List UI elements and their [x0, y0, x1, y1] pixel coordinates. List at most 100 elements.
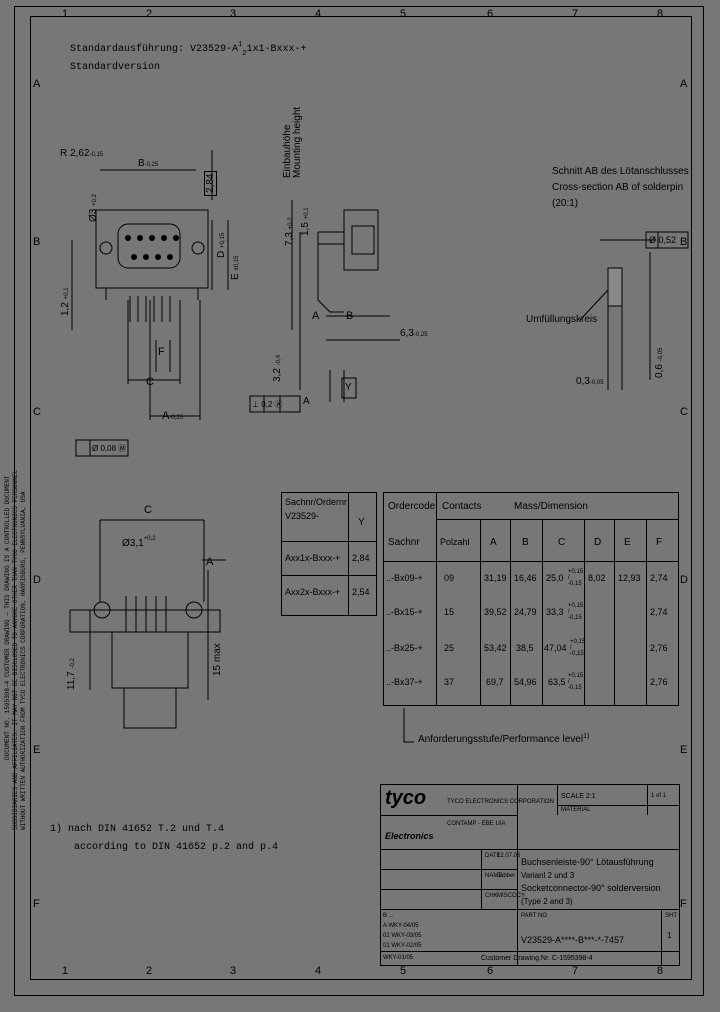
- dim-117-tol: -0,2: [70, 658, 76, 669]
- mounting-hole-right: [191, 241, 205, 255]
- order-row-2-f: 2,74: [650, 607, 668, 617]
- tolerance-3: Ø 0,52: [649, 235, 677, 245]
- header-line1: Standardausführung: V23529-A: [70, 44, 239, 55]
- col-2-bottom: 2: [146, 965, 153, 977]
- order-row-3-c: 47,04: [544, 643, 567, 653]
- order-table-polzahl: Polzahl: [440, 537, 470, 547]
- section-scale: (20:1): [552, 198, 579, 209]
- order-row-1-code: ..-Bx09-+: [386, 573, 423, 583]
- order-row-2-pol: 15: [444, 607, 455, 617]
- dim-06-tol: -0,05: [658, 347, 664, 362]
- dim-117: 11,7 -0,2: [66, 658, 77, 690]
- order-table: Ordercode Contacts Mass/Dimension Sachnr…: [383, 492, 679, 706]
- sheet-of: 1 of 1: [651, 793, 667, 799]
- material-label: MATERIAL: [561, 807, 591, 813]
- order-row-1-f: 2,74: [650, 573, 668, 583]
- dept-name: CONTAMP - EBE UIA: [447, 821, 506, 827]
- rev-3-letter: 02: [383, 933, 390, 939]
- dim-c-lower: C: [144, 504, 152, 516]
- sheet-label: SHT: [665, 913, 677, 919]
- dim-d: D +0,15: [216, 233, 227, 258]
- rev-2-ref: WKY-04/05: [388, 923, 419, 929]
- row-e: E: [33, 744, 41, 756]
- datum-a: A: [303, 396, 310, 407]
- order-row-4-c: 63,5: [548, 677, 566, 687]
- scale-number: 2:1: [585, 793, 596, 800]
- umfuellungskreis: Umfüllungskreis: [526, 314, 598, 325]
- footnote-2: according to DIN 41652 p.2 and p.4: [74, 842, 279, 853]
- dim-a-lower: A: [206, 556, 214, 568]
- order-table-col-f: F: [656, 537, 663, 548]
- order-row-4-f: 2,76: [650, 677, 668, 687]
- dim-b-value: B: [138, 158, 145, 169]
- standard-version-en: Standardversion: [70, 62, 161, 73]
- order-table-col-e: E: [624, 537, 631, 548]
- part-no: V23529-A****-B***-*-7457: [521, 935, 625, 945]
- order-row-1-c-tol: +0,15 / -0,15: [568, 569, 584, 587]
- dim-32-tol: -0,4: [276, 354, 282, 366]
- drawing-frame: [14, 6, 704, 996]
- dim-73: 7,3 +0,2: [284, 217, 295, 246]
- order-row-1-d: 8,02: [588, 573, 606, 583]
- rev-4-ref: WKY-02/05: [391, 943, 422, 949]
- y-table-header-2: Y: [358, 517, 365, 528]
- performance-level-note: Anforderungsstufe/Performance level1): [418, 733, 590, 745]
- y-table-row-2-value: 2,54: [352, 587, 370, 597]
- order-table-sachnr: Sachnr: [388, 537, 420, 548]
- col-1: 1: [62, 8, 69, 20]
- row-a-right: A: [680, 78, 688, 90]
- drawing-inner-frame: [30, 16, 692, 980]
- row-d: D: [33, 574, 41, 586]
- chk-value: MISCOCY: [497, 893, 526, 899]
- section-title-de: Schnitt AB des Lötanschlusses: [552, 166, 689, 177]
- dim-d3-tol: +0,2: [92, 194, 98, 206]
- tyco-logo-sub: Electronics: [385, 831, 434, 841]
- order-row-3-code: ..-Bx25-+: [386, 643, 423, 653]
- dim-73-tol: +0,2: [288, 217, 294, 230]
- y-table-row-1-code: Axx1x-Bxxx-+: [285, 553, 341, 563]
- part-no-label: PART NO: [521, 913, 548, 919]
- dim-63: 6,3-0,25: [400, 328, 428, 339]
- dim-e-value: E: [230, 273, 241, 280]
- dim-12-tol: +0,1: [64, 287, 70, 300]
- title-block: tyco Electronics TYCO ELECTRONICS CORPOR…: [380, 784, 680, 966]
- col-7: 7: [572, 8, 579, 20]
- dim-12: 1,2 +0,1: [60, 287, 71, 316]
- performance-level-text: Anforderungsstufe/Performance level: [418, 734, 584, 745]
- order-row-4-code: ..-Bx37-+: [386, 677, 423, 687]
- dim-a-tol: -0,25: [169, 415, 184, 421]
- order-row-4-a: 69,7: [486, 677, 504, 687]
- header-sub: 2: [242, 50, 247, 58]
- col-7-bottom: 7: [572, 965, 579, 977]
- row-a: A: [33, 78, 41, 90]
- dim-06: 0,6 -0,05: [654, 348, 665, 378]
- front-view-shell: [117, 223, 181, 269]
- order-row-1-e: 12,93: [618, 573, 641, 583]
- rev-footer: WKY-01/05: [383, 955, 414, 961]
- order-table-col-d: D: [594, 537, 602, 548]
- rev-1-ref: ...: [388, 913, 394, 919]
- order-row-1-b: 16,46: [514, 573, 537, 583]
- col-4: 4: [315, 8, 322, 20]
- order-table-dimension: Mass/Dimension: [514, 501, 588, 512]
- dim-d3: Ø3 +0,2: [88, 194, 99, 222]
- performance-level-sup: 1): [583, 733, 590, 740]
- title-de-variant: Varianl 2 und 3: [521, 871, 575, 880]
- col-2: 2: [146, 8, 153, 20]
- order-row-3-pol: 25: [444, 643, 455, 653]
- rev-1-letter: B: [383, 913, 388, 919]
- dim-d-tol: +0,15: [220, 232, 226, 248]
- dim-32: 3,2 -0,4: [272, 355, 283, 382]
- dim-d31-value: Ø3,1: [122, 538, 144, 549]
- title-de: Buchsenleiste-90° Lötausführung: [521, 857, 654, 867]
- rev-row-4: 01 WKY-02/05: [383, 943, 422, 949]
- dim-73-value: 7,3: [284, 232, 295, 246]
- name-label: NAME: [485, 873, 503, 879]
- row-f: F: [33, 898, 40, 910]
- rev-4-letter: 01: [383, 943, 390, 949]
- dim-a-value: A: [162, 410, 170, 422]
- customer-drawing: Customer Drawing Nr. C-1595398-4: [481, 955, 593, 962]
- order-row-2-c: 33,3: [546, 607, 564, 617]
- order-table-col-a: A: [490, 537, 497, 548]
- row-c: C: [33, 406, 41, 418]
